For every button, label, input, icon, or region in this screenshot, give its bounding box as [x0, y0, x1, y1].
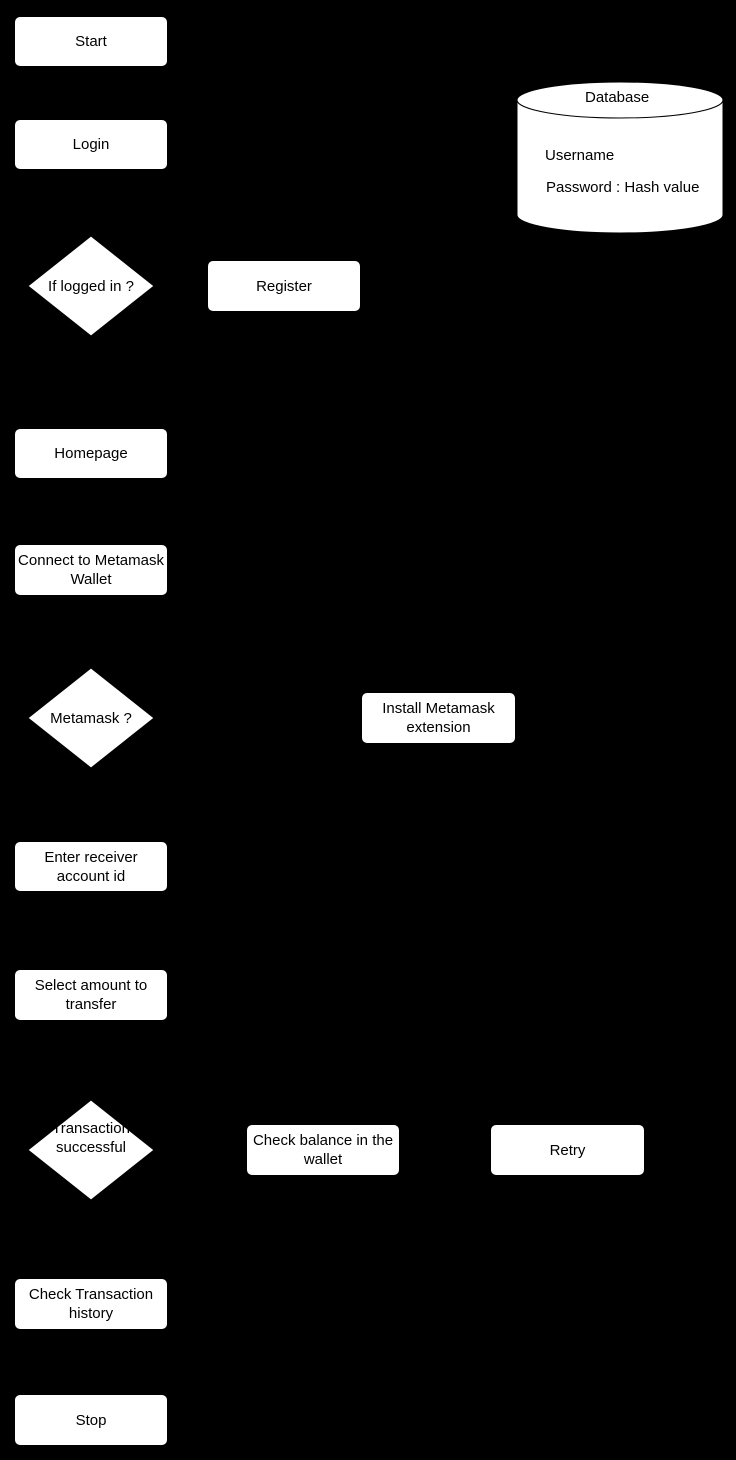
database-cylinder [516, 81, 724, 234]
enter-receiver-node: Enter receiver account id [14, 841, 168, 892]
decision-diamond-shape [27, 235, 155, 337]
decision-diamond-shape [27, 667, 155, 769]
database-title: Database [585, 89, 650, 106]
install-metamask-node: Install Metamask extension [361, 692, 516, 744]
metamask-label: Metamask ? [50, 709, 132, 727]
if-logged-in-decision: If logged in ? [27, 235, 155, 337]
stop-node: Stop [14, 1394, 168, 1446]
register-node: Register [207, 260, 361, 312]
select-amount-node: Select amount to transfer [14, 969, 168, 1021]
transaction-successful-label: Transaction successful [52, 1120, 130, 1156]
transaction-successful-decision: Transaction successful [27, 1099, 155, 1201]
login-node: Login [14, 119, 168, 170]
retry-node: Retry [490, 1124, 645, 1176]
metamask-decision: Metamask ? [27, 667, 155, 769]
database-field-username: Username [545, 147, 615, 164]
database-field-password: Password : Hash value [546, 179, 700, 196]
check-balance-node: Check balance in the wallet [246, 1124, 400, 1176]
connect-wallet-node: Connect to Metamask Wallet [14, 544, 168, 596]
start-node: Start [14, 16, 168, 67]
homepage-node: Homepage [14, 428, 168, 479]
check-history-node: Check Transaction history [14, 1278, 168, 1330]
decision-diamond-shape [27, 1099, 155, 1201]
if-logged-in-label: If logged in ? [48, 277, 134, 295]
